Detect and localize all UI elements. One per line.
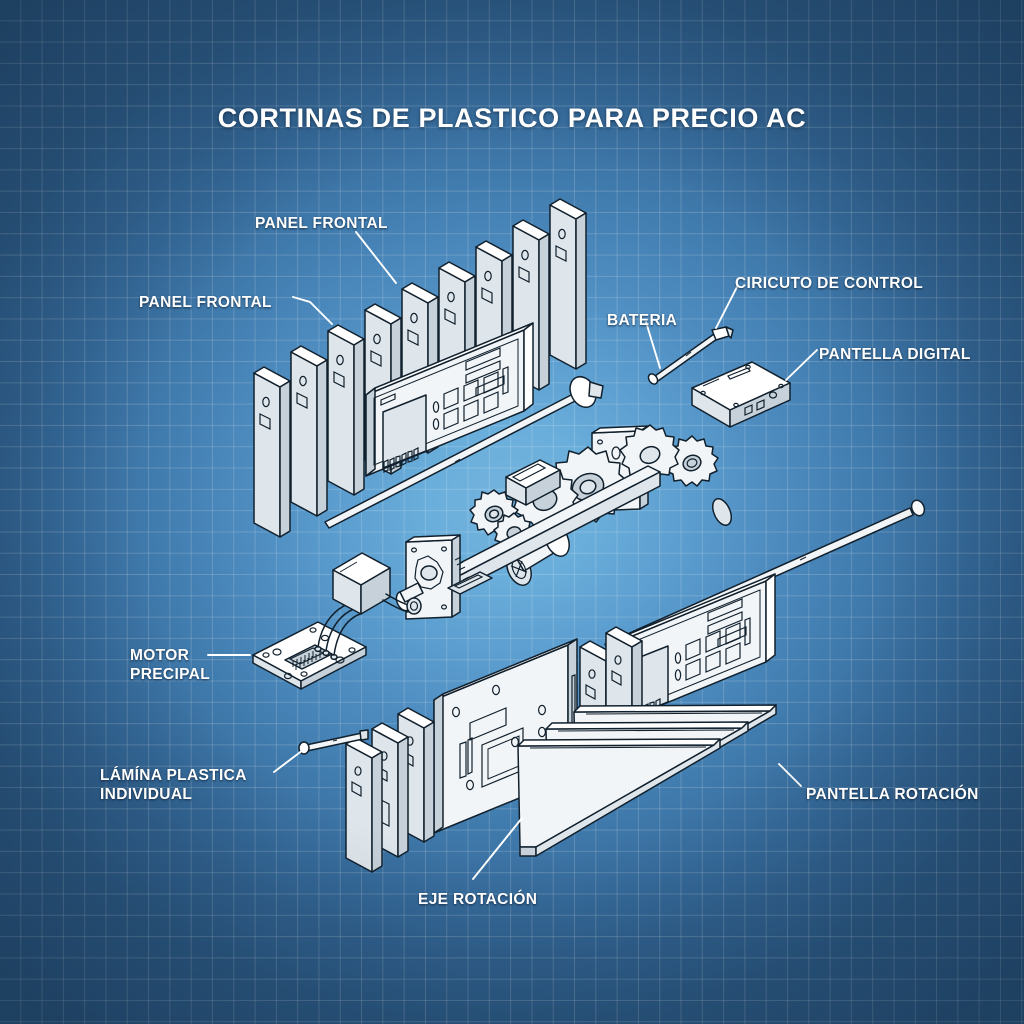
part-upper-display-panel (365, 322, 534, 477)
label-bateria: BATERIA (607, 312, 678, 329)
label-pantella-digital: PANTELLA DIGITAL (819, 346, 971, 363)
part-gear-assembly (395, 424, 680, 620)
part-rotation-rails (517, 704, 777, 857)
label-panel-frontal-upper: PANEL FRONTAL (255, 215, 388, 232)
part-lower-display-panel (607, 573, 776, 728)
leader-bateria (645, 321, 661, 369)
label-motor-precipal: MOTOR PRECIPAL (130, 647, 211, 683)
leader-panel-frontal-upper (355, 231, 397, 284)
part-battery-pin (647, 326, 734, 385)
leader-pantella-rotacion (778, 763, 802, 787)
part-motor-pcb (252, 603, 367, 690)
label-pantella-rotacion: PANTELLA ROTACIÓN (806, 786, 979, 803)
label-lamina-plastica-individual: LÁMÍNA PLASTICA INDIVIDUAL (100, 767, 247, 803)
leader-eje-rotacion (472, 817, 523, 880)
label-ciricuto-de-control: CIRICUTO DE CONTROL (735, 275, 924, 292)
label-panel-frontal-lower: PANEL FRONTAL (139, 294, 272, 311)
page-title: CORTINAS DE PLASTICO PARA PRECIO AC (217, 103, 807, 133)
part-main-shaft-upper (324, 375, 604, 529)
leader-lamina-plastica (273, 749, 304, 773)
part-transformer (332, 552, 422, 615)
part-control-box (691, 361, 791, 428)
leader-ciricuto-de-control (715, 286, 738, 329)
leader-lines (207, 231, 818, 880)
label-eje-rotacion: EJE ROTACIÓN (418, 891, 538, 908)
leader-panel-frontal-lower (292, 296, 333, 325)
leader-pantella-digital (785, 349, 818, 381)
